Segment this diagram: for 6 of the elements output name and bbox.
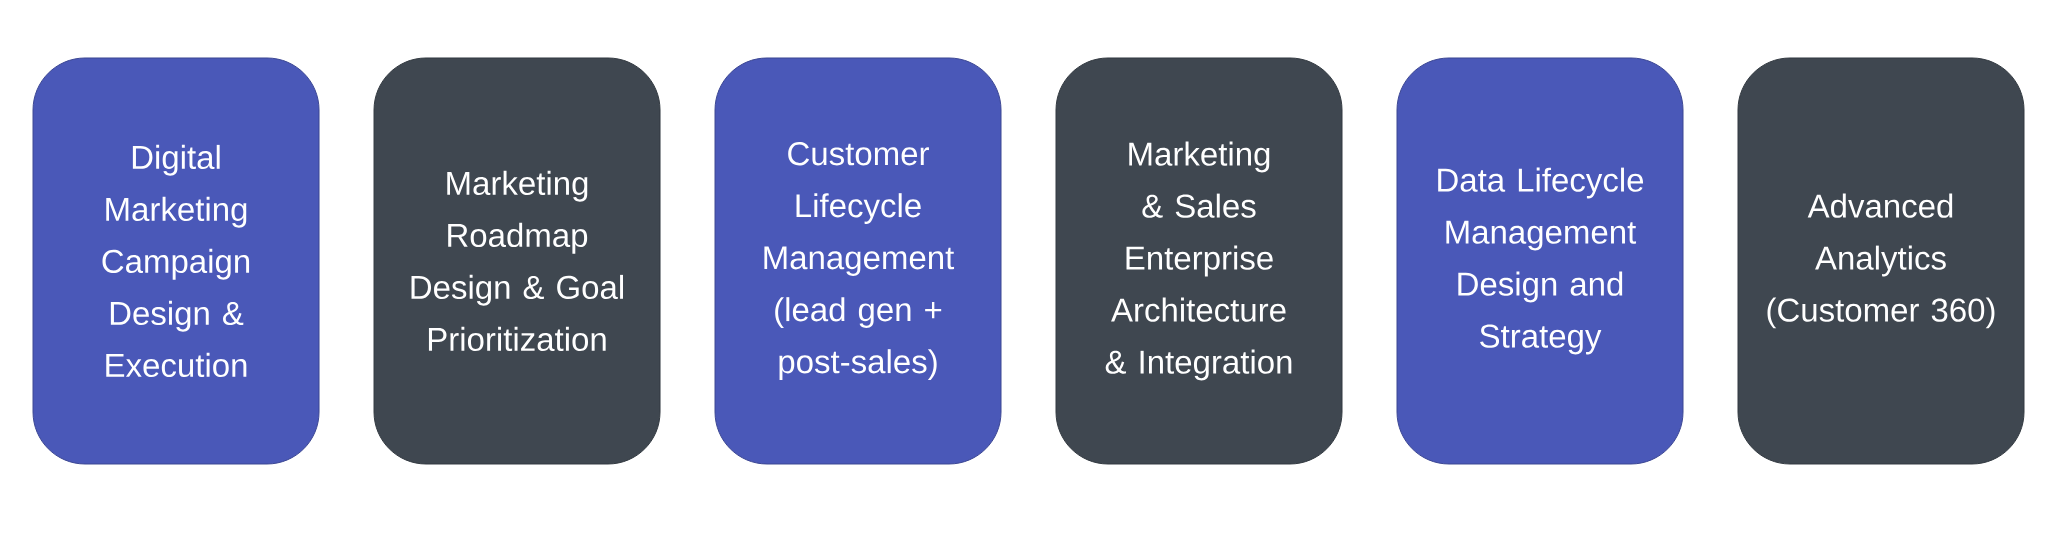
process-box: Digital Marketing Campaign Design & Execution: [32, 57, 320, 465]
process-box: Data Lifecycle Management Design and Strategy: [1396, 57, 1684, 465]
process-box: Advanced Analytics (Customer 360): [1737, 57, 2025, 465]
process-box: Marketing & Sales Enterprise Architecture & Integration: [1055, 57, 1343, 465]
process-box: Marketing Roadmap Design & Goal Prioritization: [373, 57, 661, 465]
process-box: Customer Lifecycle Management (lead gen + post-sales): [714, 57, 1002, 465]
